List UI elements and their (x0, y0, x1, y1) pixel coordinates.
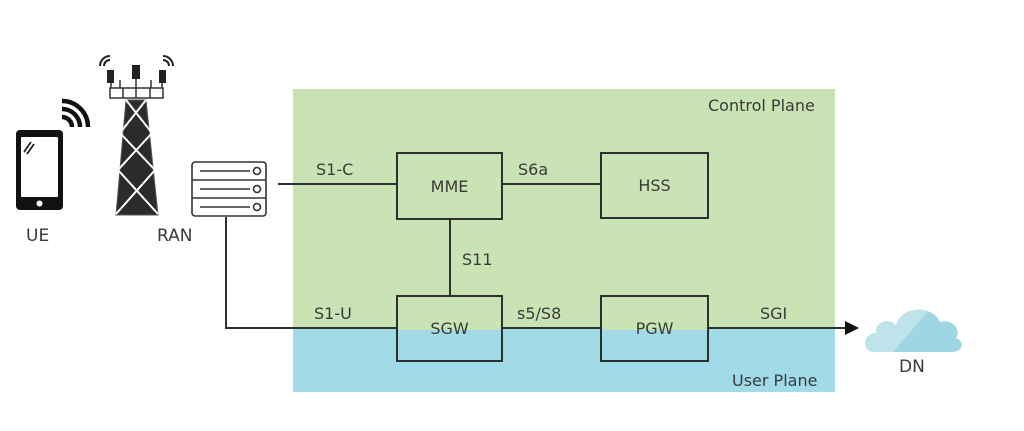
s1u-link (225, 217, 396, 329)
mme-label: MME (430, 176, 469, 196)
control-plane-region (293, 89, 835, 328)
s1c-label: S1-C (316, 160, 354, 179)
user-plane-label: User Plane (732, 371, 818, 390)
cloud-icon (865, 309, 962, 352)
arrow-head-icon (845, 321, 859, 335)
mme-node[interactable]: MME (396, 152, 503, 220)
phone-icon (16, 130, 63, 210)
ue-label: UE (26, 226, 50, 246)
cell-tower-icon (99, 55, 174, 216)
control-plane-label: Control Plane (708, 96, 815, 115)
s6a-label: S6a (518, 160, 549, 179)
wifi-signal-icon (61, 98, 91, 128)
sgw-node[interactable]: SGW (396, 295, 503, 362)
sgw-label: SGW (430, 319, 469, 338)
user-plane-region (293, 328, 835, 392)
pgw-node[interactable]: PGW (600, 295, 709, 362)
pgw-label: PGW (635, 319, 674, 338)
s1u-label: S1-U (314, 304, 352, 323)
hss-node[interactable]: HSS (600, 152, 709, 219)
sgi-label: SGI (760, 304, 788, 323)
hss-label: HSS (638, 176, 671, 195)
dn-label: DN (899, 357, 925, 377)
ran-label: RAN (157, 226, 193, 246)
s11-label: S11 (462, 250, 493, 269)
s5s8-label: s5/S8 (517, 304, 562, 323)
server-rack-icon (191, 161, 267, 217)
